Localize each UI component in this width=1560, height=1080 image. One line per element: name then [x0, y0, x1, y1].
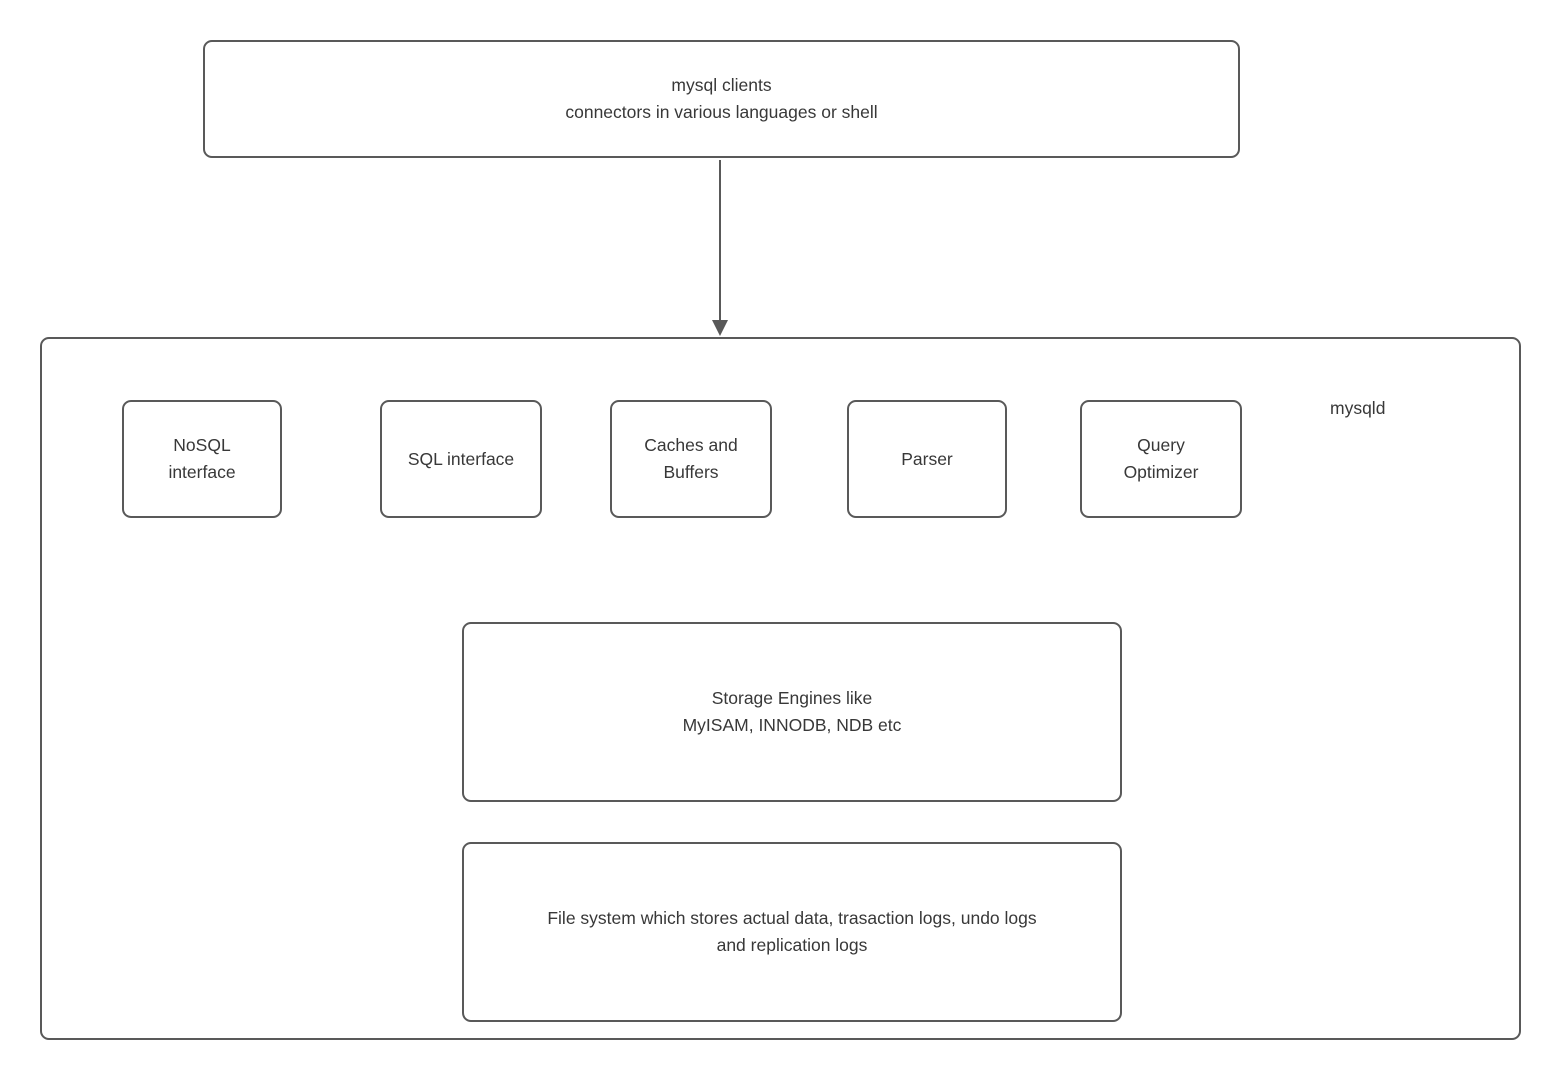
sql-interface-box: SQL interface: [380, 400, 542, 518]
parser-label: Parser: [901, 448, 953, 469]
file-system-box: File system which stores actual data, tr…: [462, 842, 1122, 1022]
mysqld-container-box: mysqld NoSQL interface SQL interface Cac…: [40, 337, 1521, 1040]
query-optimizer-box: Query Optimizer: [1080, 400, 1242, 518]
caches-and-buffers-box: Caches and Buffers: [610, 400, 772, 518]
caches-and-buffers-label: Caches and Buffers: [644, 435, 738, 482]
query-optimizer-label: Query Optimizer: [1123, 435, 1199, 482]
clients-to-mysqld-arrow-line: [719, 160, 721, 322]
arrow-down-icon: [712, 320, 728, 336]
mysql-clients-label: mysql clients connectors in various lang…: [565, 75, 878, 122]
parser-box: Parser: [847, 400, 1007, 518]
storage-engines-label: Storage Engines like MyISAM, INNODB, NDB…: [682, 688, 902, 735]
mysqld-label: mysqld: [1330, 398, 1386, 418]
file-system-label: File system which stores actual data, tr…: [547, 908, 1037, 955]
nosql-interface-label: NoSQL interface: [168, 435, 236, 482]
nosql-interface-box: NoSQL interface: [122, 400, 282, 518]
storage-engines-box: Storage Engines like MyISAM, INNODB, NDB…: [462, 622, 1122, 802]
sql-interface-label: SQL interface: [407, 448, 515, 469]
mysql-clients-box: mysql clients connectors in various lang…: [203, 40, 1240, 158]
